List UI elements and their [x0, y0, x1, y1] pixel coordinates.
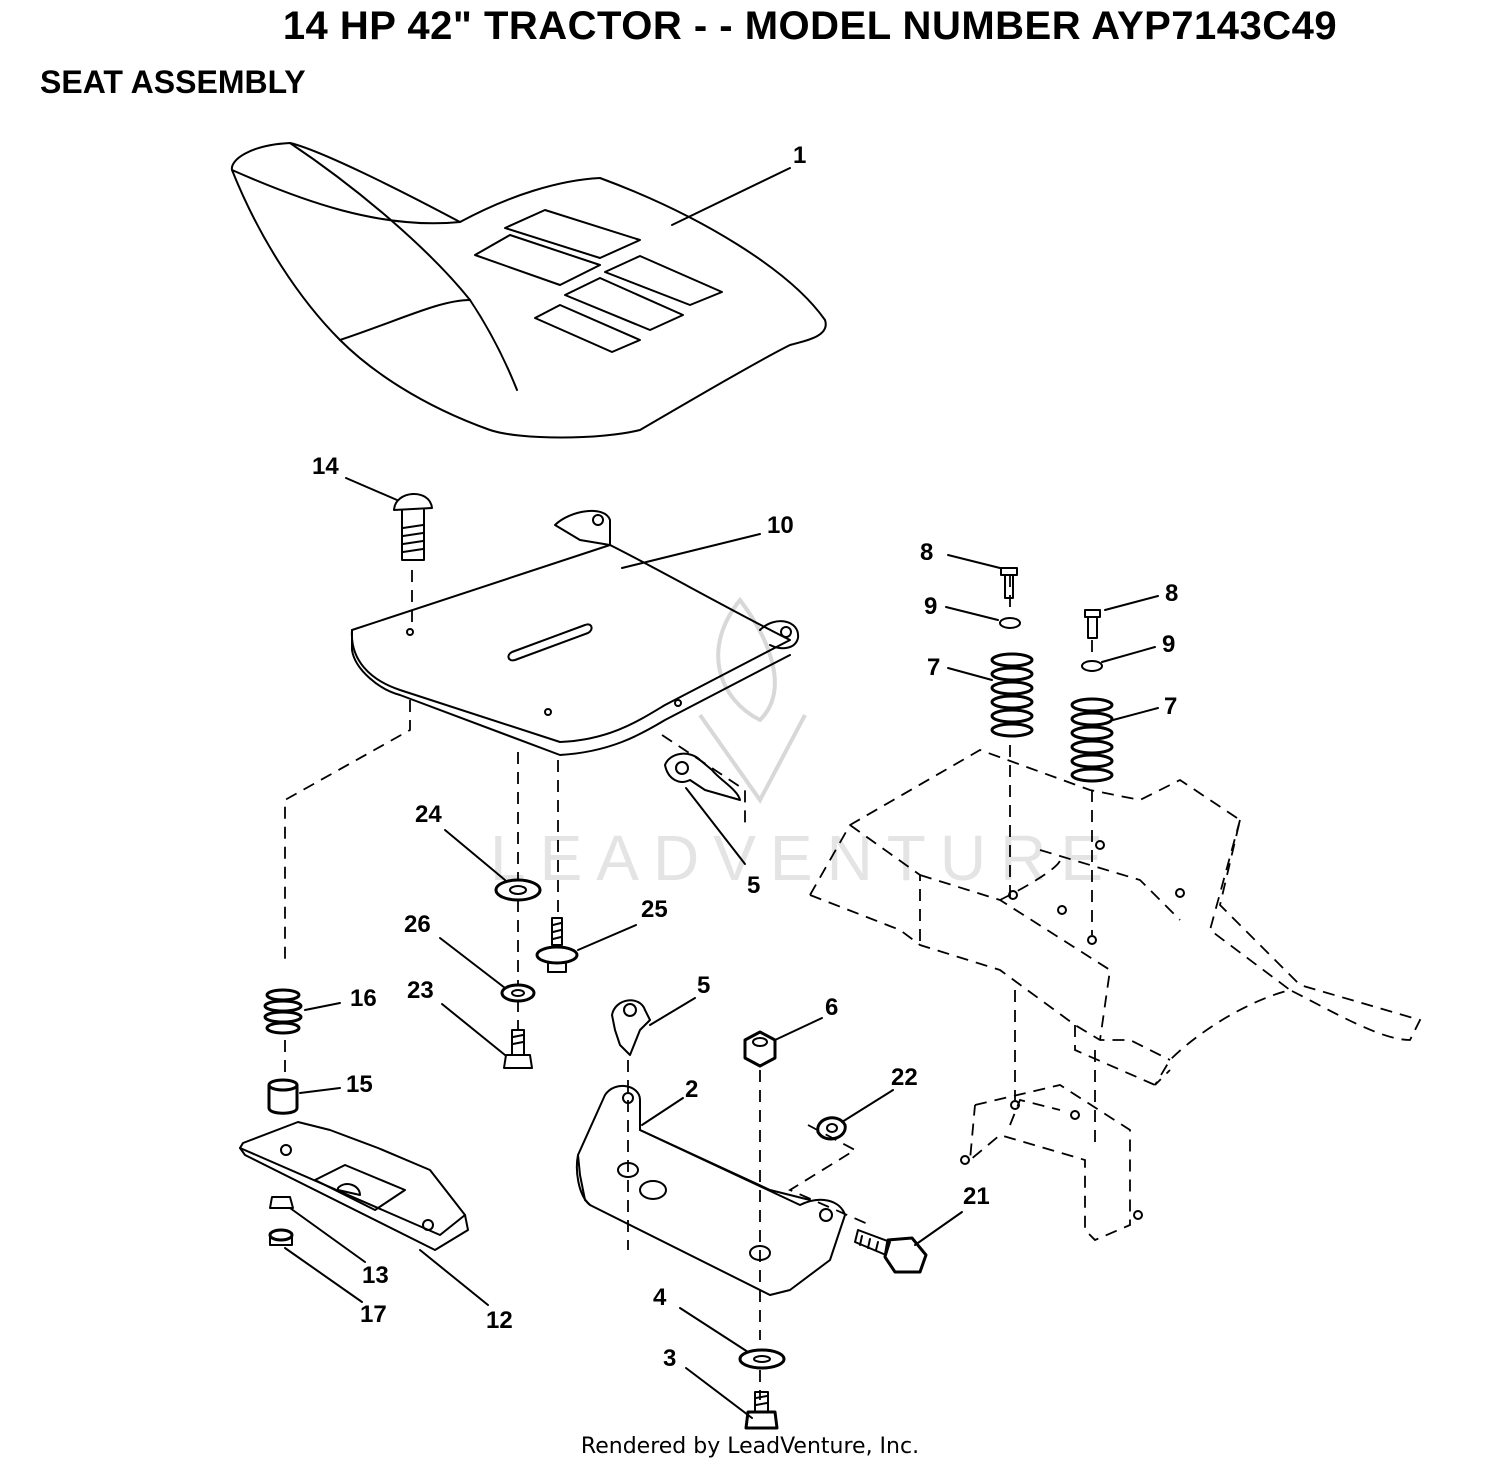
callout-9-left: 9 [924, 593, 937, 620]
frame-outline [809, 749, 1422, 1242]
leader-9b [1101, 646, 1156, 663]
leader-14 [345, 477, 398, 501]
spacer-part-15 [267, 1078, 341, 1115]
callout-1: 1 [793, 142, 806, 169]
leader-10 [621, 533, 761, 569]
callout-21: 21 [963, 1183, 990, 1210]
leader-25 [577, 924, 637, 951]
leader-9a [945, 606, 999, 621]
leader-5b [649, 997, 696, 1026]
leader-5a [685, 787, 746, 865]
footer-credit: Rendered by LeadVenture, Inc. [580, 1434, 920, 1459]
spring-part-16 [263, 988, 341, 1035]
callout-5-lower: 5 [697, 972, 710, 999]
bolt-part-25 [535, 917, 637, 973]
leader-3 [685, 1367, 753, 1419]
callout-16: 16 [350, 985, 377, 1012]
callout-7-right: 7 [1164, 693, 1177, 720]
callout-7-left: 7 [927, 654, 940, 681]
callout-14: 14 [312, 453, 339, 480]
nut-part-17 [268, 1228, 363, 1303]
leader-24 [444, 829, 506, 881]
nut-part-13 [269, 1196, 366, 1263]
callout-17: 17 [360, 1301, 387, 1328]
leader-12 [419, 1249, 489, 1306]
callout-24: 24 [415, 801, 442, 828]
lockwasher-part-26 [439, 937, 536, 1003]
callout-6: 6 [825, 994, 838, 1021]
leader-7b [1112, 707, 1159, 721]
leader-22 [841, 1089, 894, 1123]
callout-5-upper: 5 [747, 872, 760, 899]
callout-8-right: 8 [1165, 580, 1178, 607]
section-title: SEAT ASSEMBLY [40, 64, 306, 100]
leader-8b [1104, 595, 1159, 611]
callout-4: 4 [653, 1284, 667, 1311]
clip-part-5-lower [611, 997, 696, 1056]
callout-25: 25 [641, 896, 668, 923]
leader-2 [641, 1097, 684, 1126]
callout-22: 22 [891, 1064, 918, 1091]
seat-part-1 [230, 142, 827, 439]
leader-8a [947, 554, 1001, 569]
leader-7a [947, 667, 993, 681]
callout-15: 15 [346, 1071, 373, 1098]
leader-4 [679, 1307, 749, 1353]
callout-23: 23 [407, 977, 434, 1004]
leader-15 [299, 1087, 341, 1094]
leader-16 [304, 1002, 341, 1011]
bolt-part-23 [441, 1003, 533, 1069]
leader-17 [284, 1247, 363, 1303]
leader-26 [439, 937, 506, 989]
nut-part-6 [743, 1017, 823, 1068]
carriage-bolt-part-14 [345, 477, 433, 561]
callout-8-left: 8 [920, 539, 933, 566]
clip-part-5-upper [664, 752, 746, 865]
callout-2: 2 [685, 1076, 698, 1103]
nut-part-22 [816, 1089, 894, 1141]
bolt-part-21 [854, 1211, 963, 1274]
callout-10: 10 [767, 512, 794, 539]
leader-23 [441, 1003, 506, 1056]
callout-26: 26 [404, 911, 431, 938]
washer-part-24 [444, 829, 542, 902]
callout-13: 13 [362, 1262, 389, 1289]
leader-6 [774, 1017, 823, 1041]
callout-9-right: 9 [1162, 631, 1175, 658]
leader-1 [671, 167, 791, 226]
leader-21 [914, 1211, 963, 1246]
page-title: 14 HP 42" TRACTOR - - MODEL NUMBER AYP71… [282, 4, 1338, 48]
bracket-plate-part-12 [239, 1121, 489, 1306]
callout-3: 3 [663, 1345, 676, 1372]
watermark-text: LEADVENTURE [490, 822, 1117, 894]
watermark-logo: LEADVENTURE [490, 596, 1117, 894]
bracket-part-2 [575, 1085, 846, 1296]
spring-stack-left [945, 554, 1034, 738]
spring-stack-right [1070, 595, 1159, 783]
callout-12: 12 [486, 1307, 513, 1334]
bolt-part-3 [685, 1367, 779, 1430]
washer-part-4 [679, 1307, 786, 1370]
seat-pan-part-10 [350, 509, 800, 756]
leader-13 [289, 1207, 366, 1263]
